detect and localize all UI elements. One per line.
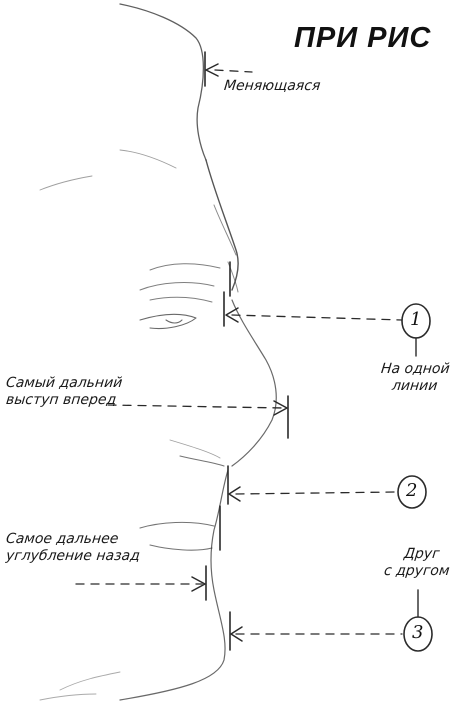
chin-line xyxy=(120,470,228,700)
label-farthest-forward-line1: Самый дальний xyxy=(5,374,123,392)
label-farthest-back-line2: углубление назад xyxy=(5,547,141,565)
label-each-other-line1: Друг xyxy=(403,545,440,563)
label-farthest-back-line1: Самое дальнее xyxy=(5,530,119,548)
eye-sketch xyxy=(140,314,196,328)
nose-shadow xyxy=(214,205,238,292)
leader-1 xyxy=(232,315,402,320)
label-same-line-line1: На одной xyxy=(380,360,451,378)
marker-1-number: 1 xyxy=(410,309,421,330)
label-each-other-line2: с другом xyxy=(383,562,450,580)
marker-2-number: 2 xyxy=(406,480,417,501)
cheek-sketch xyxy=(40,150,220,458)
label-farthest-forward-line2: выступ вперед xyxy=(5,391,117,409)
forehead-line xyxy=(120,4,206,160)
leader-forward xyxy=(108,405,284,408)
brow-sketch xyxy=(140,264,220,302)
mouth-sketch xyxy=(140,456,224,550)
jaw-sketch xyxy=(40,672,120,700)
label-same-line-line2: линии xyxy=(391,377,438,395)
nose-line xyxy=(206,160,238,290)
leader-2 xyxy=(236,492,396,494)
marker-3-number: 3 xyxy=(412,622,423,643)
lip-area-line xyxy=(232,300,276,466)
label-changing: Меняющаяся xyxy=(223,77,321,95)
leader-changing xyxy=(215,70,252,72)
